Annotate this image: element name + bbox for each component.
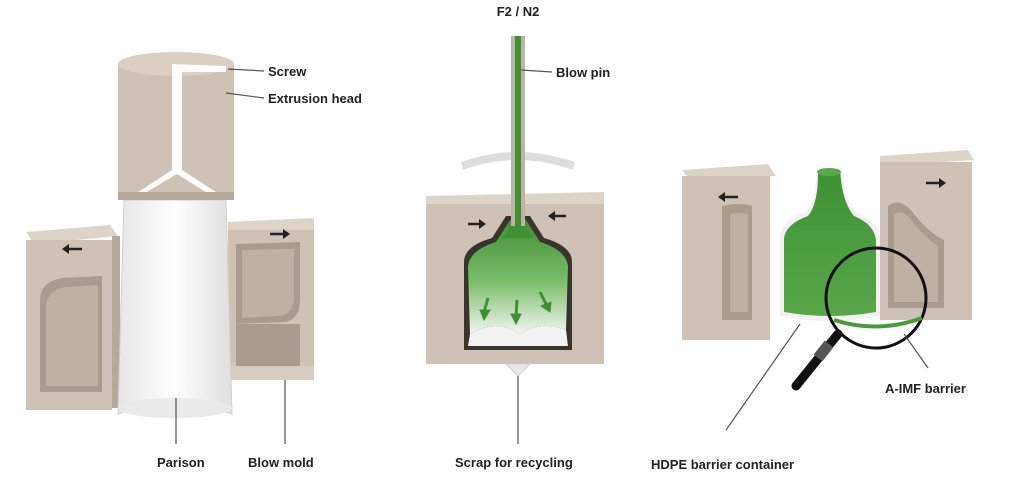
magnifier-icon bbox=[791, 246, 928, 391]
extrusion-head bbox=[118, 52, 234, 200]
arrow-right-icon bbox=[468, 219, 486, 229]
left-mold-half bbox=[682, 164, 776, 340]
arrow-left-icon bbox=[548, 211, 566, 221]
label-gas: F2 / N2 bbox=[497, 4, 540, 19]
leader-lines bbox=[175, 68, 929, 444]
gas-flow-arrows-icon bbox=[479, 291, 552, 326]
right-mold-half bbox=[228, 218, 314, 380]
label-blow-mold: Blow mold bbox=[248, 455, 314, 470]
label-barrier-container: HDPE barrier container bbox=[651, 457, 794, 472]
arrow-right-icon bbox=[926, 178, 946, 188]
label-barrier-layer: A-IMF barrier bbox=[885, 381, 966, 396]
parison-tube bbox=[117, 199, 233, 418]
arrow-left-icon bbox=[718, 192, 738, 202]
stage-finished bbox=[682, 150, 974, 391]
hdpe-barrier-container bbox=[780, 168, 880, 321]
left-mold-half bbox=[26, 225, 120, 410]
stage-extrusion bbox=[26, 52, 314, 418]
label-scrap: Scrap for recycling bbox=[455, 455, 573, 470]
stage-blowing bbox=[426, 36, 604, 377]
arrow-left-icon bbox=[62, 244, 82, 254]
label-blow-pin: Blow pin bbox=[556, 65, 610, 80]
arrow-right-icon bbox=[270, 229, 290, 239]
label-parison: Parison bbox=[157, 455, 205, 470]
blow-pin bbox=[502, 36, 534, 238]
label-extrusion-head: Extrusion head bbox=[268, 91, 362, 106]
label-screw: Screw bbox=[268, 64, 307, 79]
